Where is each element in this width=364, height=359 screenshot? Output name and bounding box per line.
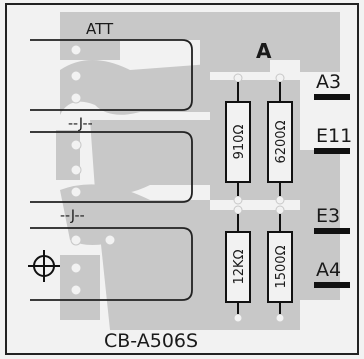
terminal-label-e11: E11 <box>316 125 352 147</box>
jumper-label-1: --J-- <box>68 116 93 132</box>
resistor-r2 <box>267 82 293 196</box>
terminal-label-a3: A3 <box>316 71 341 93</box>
att-label: ATT <box>86 20 114 38</box>
solder-pads <box>70 44 285 323</box>
component-outlines <box>30 39 193 301</box>
terminal-bars <box>314 94 350 288</box>
part-number: CB-A506S <box>104 330 198 352</box>
mounting-hole-icon <box>28 250 60 282</box>
resistor-r2-value: 6200Ω <box>274 120 289 163</box>
resistor-r1-value: 910Ω <box>232 125 247 160</box>
terminal-label-e3: E3 <box>316 205 340 227</box>
resistor-r3 <box>225 214 251 314</box>
jumper-label-2: --J-- <box>60 208 85 224</box>
resistor-r4-value: 1500Ω <box>274 245 289 288</box>
resistor-r3-value: 12KΩ <box>232 249 247 284</box>
terminal-label-a4: A4 <box>316 259 341 281</box>
section-label: A <box>256 39 272 63</box>
resistor-r4 <box>267 214 293 314</box>
resistor-r1 <box>225 82 251 196</box>
